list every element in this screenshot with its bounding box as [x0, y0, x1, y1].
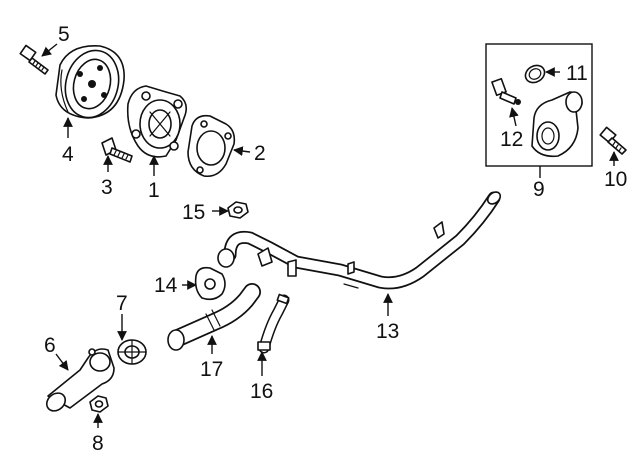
callout-3: 3 [101, 176, 113, 199]
callout-1: 1 [148, 179, 160, 202]
water-pump-part-1 [126, 85, 188, 158]
callout-13: 13 [376, 320, 399, 343]
callout-11: 11 [566, 62, 588, 85]
callout-10: 10 [604, 168, 627, 191]
nut-part-15 [227, 201, 249, 219]
bolt-part-10 [599, 126, 627, 155]
callout-16: 16 [250, 380, 273, 403]
callout-8: 8 [92, 432, 104, 455]
nut-part-8 [89, 395, 109, 413]
bolt-part-3 [101, 137, 133, 163]
gasket-part-2 [187, 114, 236, 178]
callout-9: 9 [533, 178, 545, 201]
callout-17: 17 [200, 358, 223, 381]
hose-part-16 [257, 293, 290, 354]
coolant-pipe-part-13 [217, 191, 502, 290]
thermostat-part-7 [117, 339, 147, 365]
gasket-part-14 [194, 266, 226, 301]
callout-7: 7 [116, 292, 128, 315]
callout-14: 14 [154, 274, 178, 297]
housing-assembly-part-9 [485, 43, 593, 167]
callout-4: 4 [62, 143, 74, 166]
callout-5: 5 [58, 23, 70, 46]
leader-lines [41, 43, 619, 428]
callout-12: 12 [500, 128, 523, 151]
callout-2: 2 [254, 142, 266, 165]
callout-15: 15 [182, 201, 205, 224]
bolt-part-5 [19, 44, 49, 75]
hose-part-17 [167, 283, 261, 351]
callout-6: 6 [44, 334, 56, 357]
pulley-part-4 [55, 45, 125, 119]
outlet-part-6 [45, 348, 115, 412]
sensor-part-12 [491, 77, 521, 105]
